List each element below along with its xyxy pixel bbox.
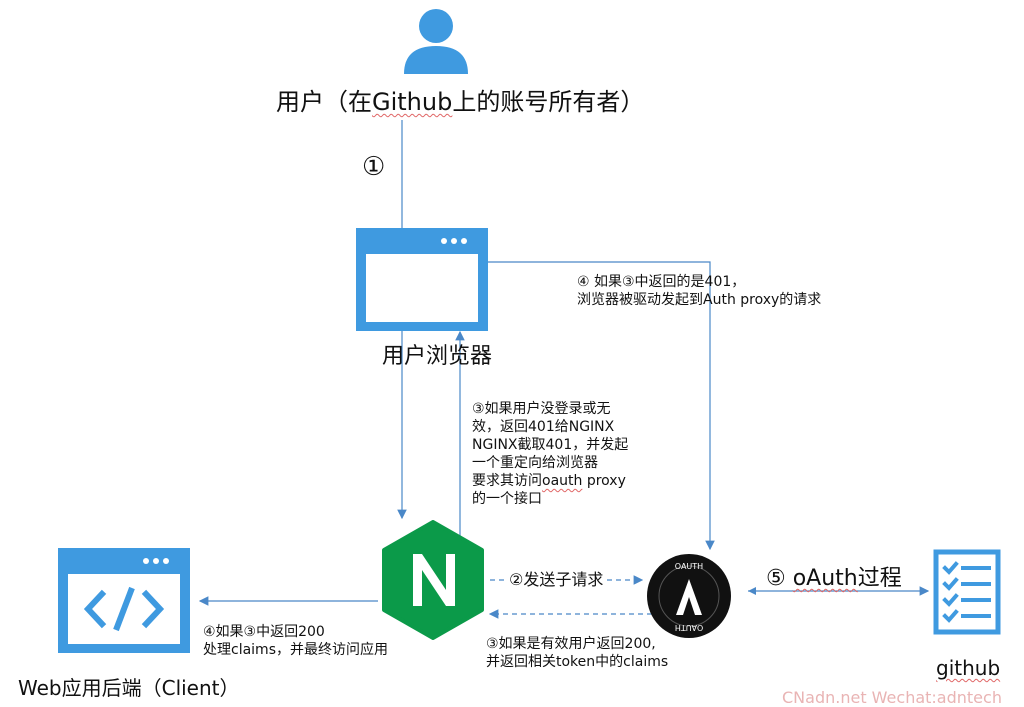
watermark: CNadn.net Wechat:adntech (782, 688, 1002, 707)
step1-label: ① (362, 152, 386, 182)
step5-label: ⑤ oAuth过程 (766, 566, 902, 591)
note-step3-bottom: ③如果是有效用户返回200, 并返回相关token中的claims (486, 636, 669, 670)
github-label: github (936, 656, 1001, 680)
browser-to-oauth-arrow (488, 261, 715, 551)
oauth-proxy-icon: OAUTH OAUTH (647, 554, 731, 638)
webapp-code-window-icon (58, 548, 190, 653)
note-step3-left: ③如果用户没登录或无 效，返回401给NGINX NGINX截取401，并发起 … (472, 401, 629, 507)
note-step4-bottom: ④如果③中返回200 处理claims，并最终访问应用 (203, 624, 388, 658)
oauth-badge-top-text: OAUTH (675, 562, 703, 571)
webapp-label: Web应用后端（Client） (18, 676, 240, 700)
oauth-badge-bottom-text: OAUTH (675, 623, 703, 632)
github-checklist-icon (933, 549, 1001, 635)
user-icon (404, 9, 468, 74)
user-label: 用户（在Github上的账号所有者） (276, 88, 645, 116)
note-step4-top: ④ 如果③中返回的是401， 浏览器被驱动发起到Auth proxy的请求 (577, 274, 822, 308)
browser-window-icon (356, 228, 488, 331)
browser-label: 用户浏览器 (382, 344, 493, 369)
nginx-icon (382, 520, 484, 640)
step2-label: ②发送子请求 (507, 570, 606, 589)
